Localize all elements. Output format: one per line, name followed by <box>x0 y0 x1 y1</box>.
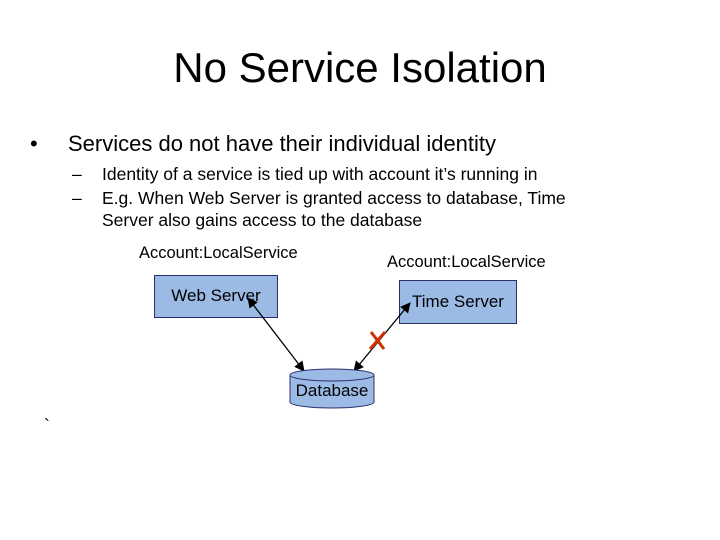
time-server-account-label: Account:LocalService <box>387 253 546 271</box>
web-server-account-label: Account:LocalService <box>139 244 298 262</box>
sub-bullet-2-continuation: Server also gains access to the database <box>102 210 423 230</box>
main-bullet-text: Services do not have their individual id… <box>68 131 497 156</box>
sub-bullet-dash: – <box>72 188 82 208</box>
sub-bullet-1-text: Identity of a service is tied up with ac… <box>102 164 538 184</box>
sub-bullet-2-text: E.g. When Web Server is granted access t… <box>102 188 566 208</box>
time-server-box: Time Server <box>399 280 517 324</box>
slide-title: No Service Isolation <box>173 44 547 91</box>
database-label: Database <box>295 381 369 400</box>
main-bullet: • Services do not have their individual i… <box>30 130 496 158</box>
cross-mark-icon <box>368 331 387 350</box>
web-to-database-arrow <box>247 297 305 372</box>
sub-bullet-dash: – <box>72 164 82 184</box>
stray-mark: ` <box>44 416 50 436</box>
database-cylinder <box>289 368 375 409</box>
bullet-dot: • <box>30 131 38 156</box>
